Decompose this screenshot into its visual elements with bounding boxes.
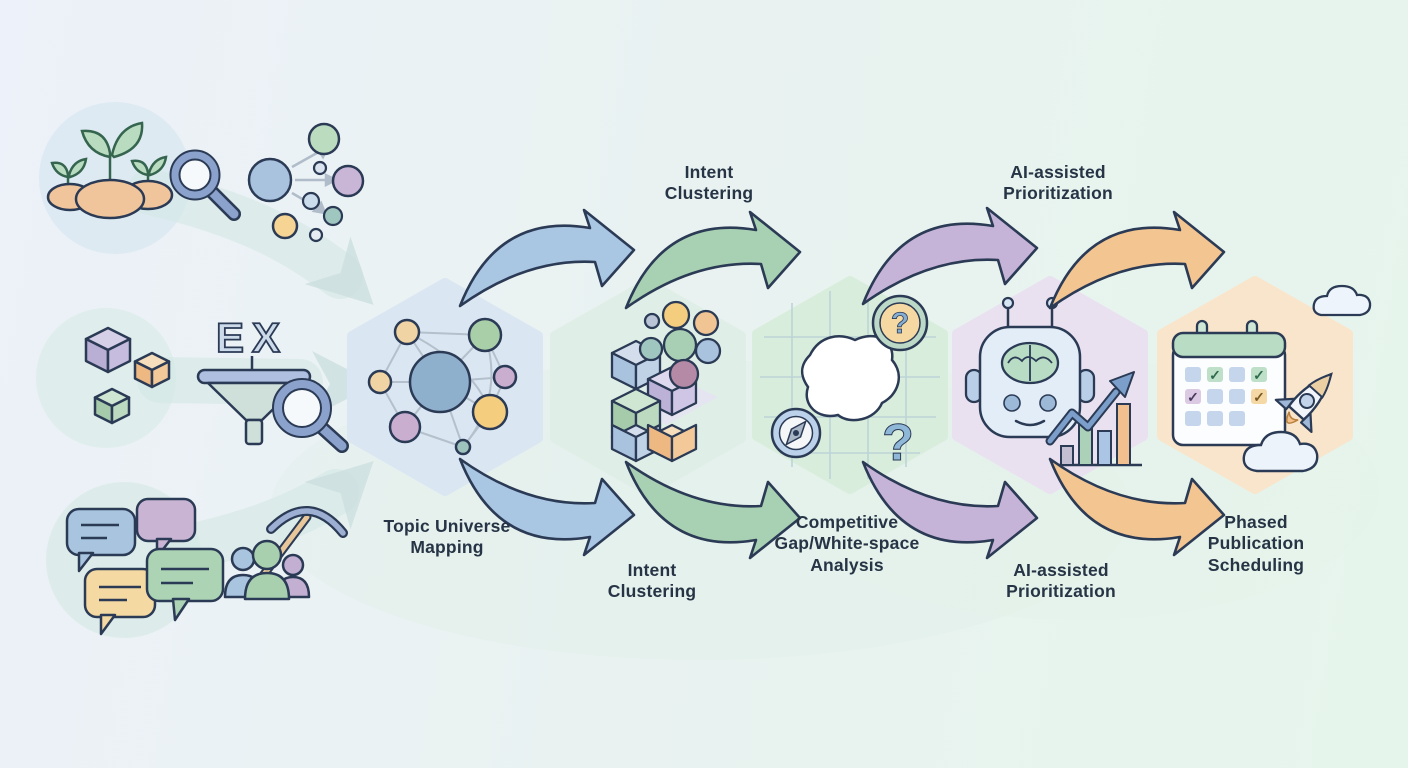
label-topic-universe-mapping: Topic Universe Mapping	[383, 516, 511, 558]
label-intent-clustering-top: Intent Clustering	[664, 162, 754, 204]
check-marks: ✓ ✓ ✓ ✓	[1187, 367, 1265, 405]
cube-stack-and-cluster-icon	[610, 300, 722, 463]
converge-arrow-icon	[304, 461, 374, 530]
arrow-bottom-4	[1048, 457, 1226, 557]
growth-chart-icon	[1045, 371, 1142, 467]
stage-topic-universe-mapping	[347, 278, 543, 496]
svg-text:?: ?	[891, 307, 909, 340]
robot-head-icon	[964, 296, 1096, 439]
label-ai-prioritization-top: AI-assisted Prioritization	[1003, 162, 1113, 204]
ex-letters: EX	[216, 314, 288, 361]
flow-tail-top	[127, 169, 363, 299]
chat-bubbles-icon	[65, 497, 225, 636]
question-badge-icon: ?	[871, 294, 929, 352]
svg-text:✓: ✓	[1187, 389, 1199, 405]
arrow-bottom-3	[861, 460, 1039, 560]
magnifying-glass-icon	[272, 378, 349, 453]
stage-publication-scheduling: ✓ ✓ ✓ ✓	[1157, 276, 1372, 494]
label-ai-prioritization-bottom: AI-assisted Prioritization	[1006, 560, 1116, 602]
white-space-blob	[800, 334, 901, 422]
soil-icon	[46, 178, 174, 220]
keyword-expansion-icon	[247, 122, 365, 243]
svg-text:✓: ✓	[1209, 367, 1221, 383]
source-seed-discovery	[46, 121, 365, 243]
source-keyword-extraction: EX	[84, 313, 349, 453]
arrow-top-2	[624, 210, 802, 310]
cubes-icon	[84, 326, 171, 425]
whitespace-map-icon: ? ?	[760, 291, 940, 479]
source-community-mining	[65, 497, 348, 636]
arrow-bottom-2	[624, 460, 802, 560]
arrow-top-4	[1048, 210, 1226, 310]
svg-text:✓: ✓	[1253, 367, 1265, 383]
compass-icon	[770, 407, 822, 459]
calendar-rocket-icon: ✓ ✓ ✓ ✓	[1171, 284, 1372, 473]
stage-competitive-gap-analysis: ? ?	[752, 276, 948, 494]
network-graph-icon	[367, 317, 518, 456]
stage-ai-prioritization	[952, 276, 1148, 494]
arrow-top-1	[458, 208, 636, 308]
label-publication-scheduling: Phased Publication Scheduling	[1207, 512, 1305, 575]
label-competitive-gap-analysis: Competitive Gap/White-space Analysis	[774, 512, 920, 575]
label-intent-clustering-bottom: Intent Clustering	[607, 560, 697, 602]
question-mark-icon: ?	[882, 414, 914, 472]
calendar-icon: ✓ ✓ ✓ ✓	[1171, 319, 1287, 447]
converge-arrow-icon	[304, 236, 374, 305]
arrow-bottom-1	[458, 457, 636, 557]
arrow-top-3	[861, 206, 1039, 306]
cloud-icon	[1312, 284, 1372, 317]
magnifying-glass-icon	[169, 149, 241, 221]
team-pickaxe-icon	[223, 506, 348, 601]
rocket-icon	[1274, 372, 1333, 434]
robot-bar-chart-icon	[964, 296, 1142, 467]
svg-text:✓: ✓	[1253, 389, 1265, 405]
cloud-icon	[1242, 430, 1319, 473]
